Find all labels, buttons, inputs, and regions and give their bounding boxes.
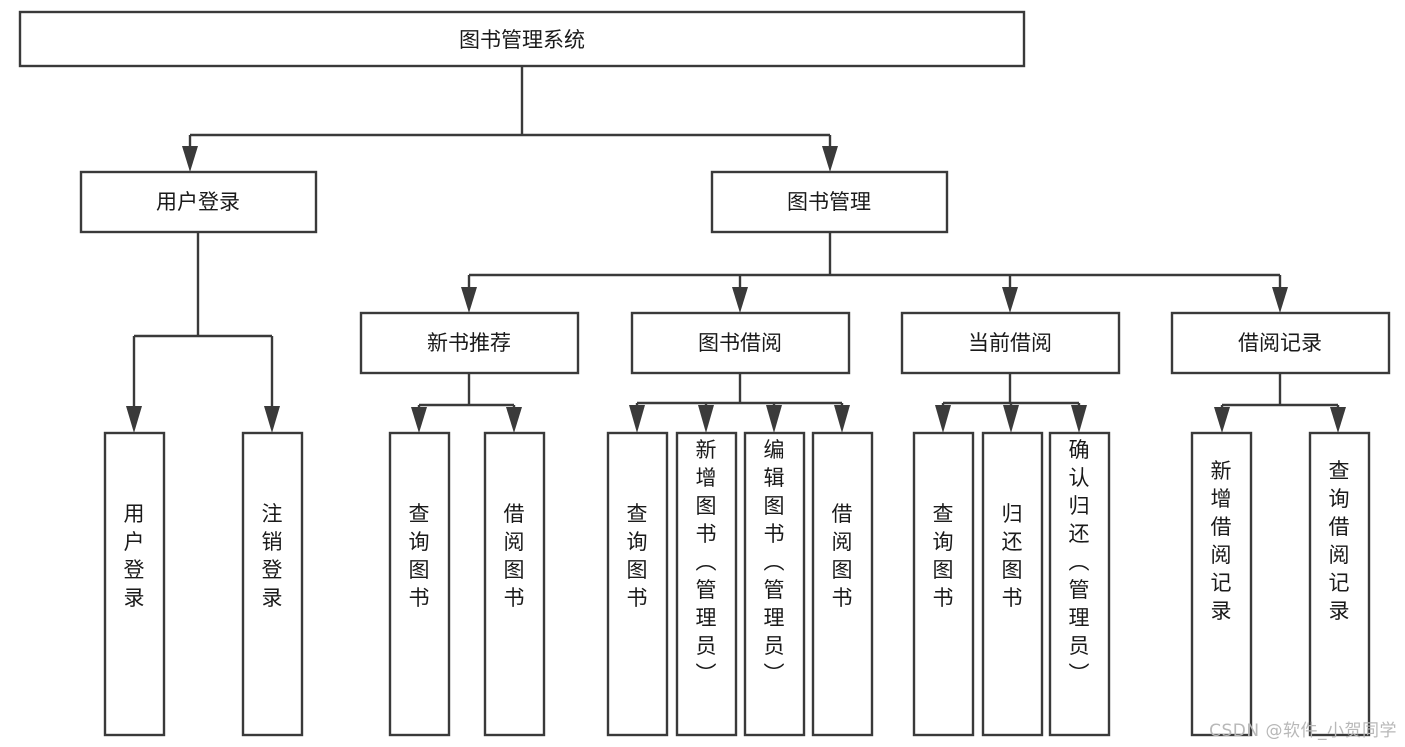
leaf-label-query-book-2: 查询图书 [627,502,648,610]
connector-group-root [182,66,838,172]
node-new-book-recommend-label: 新书推荐 [427,331,511,355]
leaf-box-query-book-3[interactable] [912,431,975,737]
arrow-head-new-book [461,287,477,313]
arrow-head-login-leaf1 [126,406,142,433]
leaf-label-logout: 注销登录 [262,502,283,610]
node-new-book-recommend-box[interactable] [359,311,580,375]
arrow-head-bookborrow-leaf3 [766,405,782,433]
leaf-node[interactable]: 确认归还︵管理员︶ [1048,431,1111,737]
leaf-node[interactable]: 新增借阅记录 [1190,431,1253,737]
node-current-borrow-label: 当前借阅 [968,331,1052,355]
leaf-node[interactable]: 编辑图书︵管理员︶ [743,431,806,737]
connector-group-borrow-record [1214,373,1346,433]
leaf-label-borrow-book-1: 借阅图书 [504,502,525,610]
leaf-box-logout[interactable] [241,431,304,737]
leaf-node[interactable]: 借阅图书 [483,431,546,737]
leaf-node[interactable]: 查询借阅记录 [1308,431,1371,737]
arrow-head-bookborrow-leaf1 [629,405,645,433]
connector-group-current-borrow [935,373,1087,433]
leaf-box-confirm-return[interactable] [1048,431,1111,737]
node-root-box[interactable] [18,10,1026,68]
node-user-login[interactable]: 用户登录 [79,170,318,234]
node-book-borrow-label: 图书借阅 [698,331,782,355]
node-borrow-record[interactable]: 借阅记录 [1170,311,1391,375]
connector-group-book-borrow [629,373,850,433]
node-root-label: 图书管理系统 [459,28,585,52]
leaf-node[interactable]: 新增图书︵管理员︶ [675,431,738,737]
connector-group-book-mgmt [461,232,1288,313]
arrow-head-currentborrow-leaf2 [1003,405,1019,433]
node-user-login-label: 用户登录 [156,190,240,214]
leaf-box-query-book-1[interactable] [388,431,451,737]
arrow-head-book-borrow [732,287,748,313]
leaf-node[interactable]: 归还图书 [981,431,1044,737]
arrow-head-bookmgmt [822,146,838,172]
node-current-borrow[interactable]: 当前借阅 [900,311,1121,375]
leaf-label-edit-book: 编辑图书︵管理员︶ [764,438,785,686]
connector-group-new-book [411,373,522,433]
arrow-head-newbook-leaf1 [411,407,427,433]
node-book-borrow-box[interactable] [630,311,851,375]
node-current-borrow-box[interactable] [900,311,1121,375]
node-user-login-box[interactable] [79,170,318,234]
node-borrow-record-box[interactable] [1170,311,1391,375]
node-borrow-record-label: 借阅记录 [1238,331,1322,355]
node-new-book-recommend[interactable]: 新书推荐 [359,311,580,375]
leaf-label-user-login: 用户登录 [124,502,145,610]
arrow-head-borrow-record [1272,287,1288,313]
leaf-box-add-book[interactable] [675,431,738,737]
leaf-box-borrow-book-2[interactable] [811,431,874,737]
connector-group-user-login [126,232,280,433]
leaf-box-return-book[interactable] [981,431,1044,737]
leaf-box-query-record[interactable] [1308,431,1371,737]
arrow-head-login-leaf2 [264,406,280,433]
arrow-head-newbook-leaf2 [506,407,522,433]
leaf-label-query-record: 查询借阅记录 [1329,459,1350,623]
leaf-box-borrow-book-1[interactable] [483,431,546,737]
leaf-label-add-book: 新增图书︵管理员︶ [696,438,717,686]
node-book-management-label: 图书管理 [787,190,871,214]
node-root[interactable]: 图书管理系统 [18,10,1026,68]
leaf-node[interactable]: 用户登录 [103,431,166,737]
node-book-management[interactable]: 图书管理 [710,170,949,234]
leaf-box-user-login[interactable] [103,431,166,737]
arrow-head-bookborrow-leaf2 [698,405,714,433]
node-book-borrow[interactable]: 图书借阅 [630,311,851,375]
arrow-head-current-borrow [1002,287,1018,313]
leaf-box-add-record[interactable] [1190,431,1253,737]
arrow-head-borrowrecord-leaf2 [1330,407,1346,433]
leaf-node[interactable]: 查询图书 [912,431,975,737]
arrow-head-login [182,146,198,172]
arrow-head-bookborrow-leaf4 [834,405,850,433]
leaf-label-return-book: 归还图书 [1002,502,1023,610]
leaf-label-add-record: 新增借阅记录 [1211,459,1232,623]
leaf-box-edit-book[interactable] [743,431,806,737]
leaf-node[interactable]: 注销登录 [241,431,304,737]
leaf-box-query-book-2[interactable] [606,431,669,737]
leaf-label-confirm-return: 确认归还︵管理员︶ [1069,438,1090,686]
leaf-label-query-book-1: 查询图书 [409,502,430,610]
leaf-node[interactable]: 查询图书 [388,431,451,737]
leaf-label-borrow-book-2: 借阅图书 [832,502,853,610]
leaf-node[interactable]: 借阅图书 [811,431,874,737]
arrow-head-borrowrecord-leaf1 [1214,407,1230,433]
leaf-node[interactable]: 查询图书 [606,431,669,737]
arrow-head-currentborrow-leaf1 [935,405,951,433]
arrow-head-currentborrow-leaf3 [1071,405,1087,433]
node-book-management-box[interactable] [710,170,949,234]
leaf-label-query-book-3: 查询图书 [933,502,954,610]
